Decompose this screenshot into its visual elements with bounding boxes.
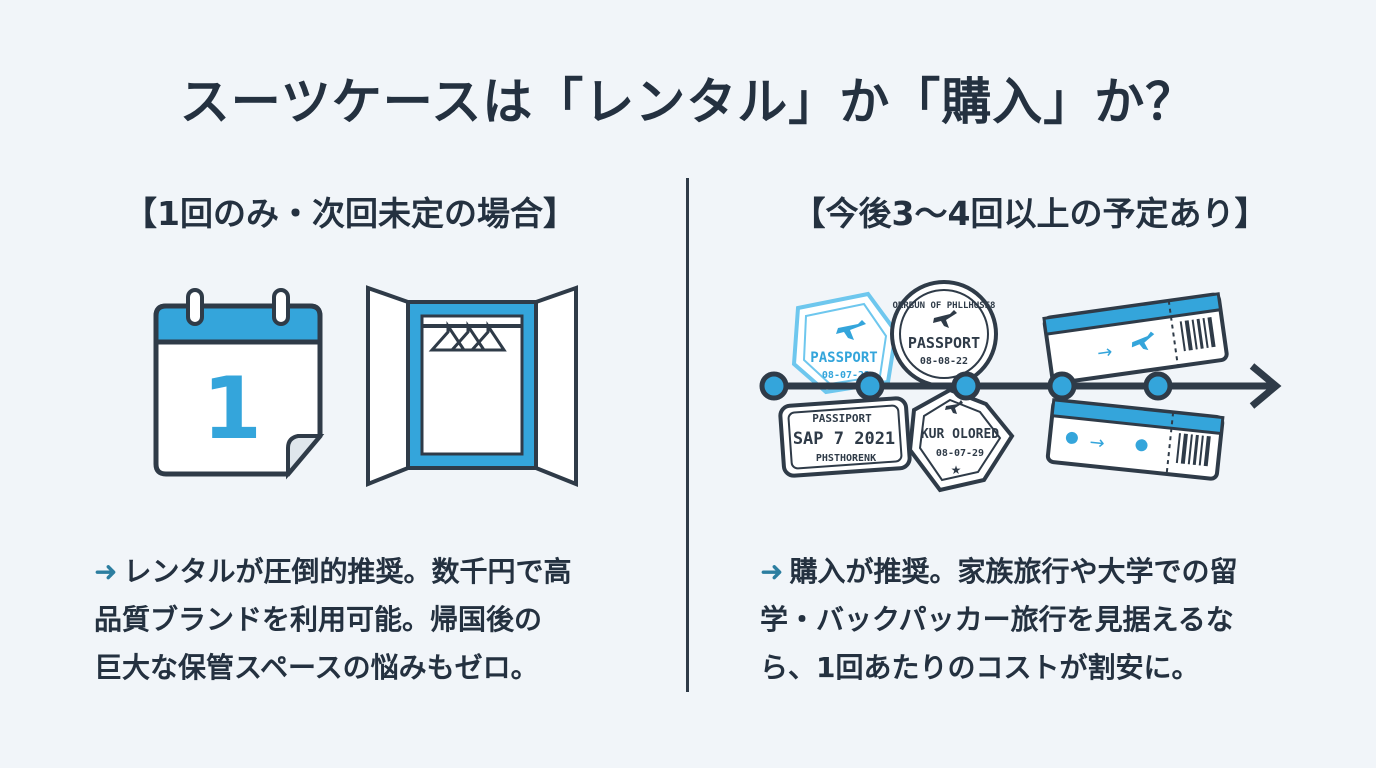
- plane-icon: [1131, 331, 1155, 351]
- ticket-1: →: [1042, 292, 1229, 385]
- stamp-2-top: ORRBUN OF PHLLHUSE8: [893, 301, 996, 311]
- right-description: ➜購入が推奨。家族旅行や大学での留 学・バックパッカー旅行を見据えるな ら、1回…: [760, 548, 1320, 692]
- right-desc-line-1: 購入が推奨。家族旅行や大学での留: [789, 555, 1238, 588]
- calendar-day-number: 1: [202, 359, 262, 459]
- left-desc-line-1: レンタルが圧倒的推奨。数千円で高: [123, 555, 572, 588]
- arrow-icon: →: [1096, 341, 1114, 364]
- right-desc-line-2: 学・バックパッカー旅行を見据えるな: [760, 603, 1234, 636]
- right-desc-line-3: ら、1回あたりのコストが割安に。: [760, 651, 1200, 684]
- left-heading: 【1回のみ・次回未定の場合】: [124, 194, 576, 233]
- plane-icon: [933, 310, 957, 328]
- wardrobe-icon: [366, 285, 578, 487]
- left-description: ➜レンタルが圧倒的推奨。数千円で高 品質ブランドを利用可能。帰国後の 巨大な保管…: [94, 548, 654, 692]
- timeline-arrow: [759, 363, 1282, 409]
- passport-stamp-2: ORRBUN OF PHLLHUSE8 PASSPORT 08-08-22: [890, 280, 998, 388]
- stamp-4-date: 08-07-29: [936, 448, 984, 459]
- stamp-2-text: PASSPORT: [908, 334, 980, 352]
- stamp-3-top: PASSIPORT: [812, 412, 872, 425]
- stamp-4-text: KUR OLORED: [921, 427, 999, 442]
- calendar-icon: 1: [153, 288, 325, 480]
- ticket-2: →: [1045, 398, 1225, 481]
- stamp-1-date: 08-07-22: [822, 370, 870, 381]
- stamp-3-sub: PHSTHORENK: [816, 453, 876, 464]
- left-desc-line-2: 品質ブランドを利用可能。帰国後の: [94, 603, 543, 636]
- page-title: スーツケースは「レンタル」か「購入」か？: [179, 73, 1197, 131]
- left-desc-line-3: 巨大な保管スペースの悩みもゼロ。: [94, 651, 539, 684]
- travel-timeline-illustration: PASSPORT 08-07-22 ORRBUN OF PHLLHUSE8 PA…: [759, 280, 1282, 493]
- center-divider: [686, 178, 689, 692]
- plane-icon: [945, 400, 963, 414]
- passport-stamp-4: KUR OLORED 08-07-29 ★: [907, 387, 1015, 493]
- stamp-3-text: SAP 7 2021: [793, 429, 895, 449]
- arrow-right-icon: ➜: [94, 555, 118, 588]
- arrow-icon: →: [1088, 432, 1105, 454]
- stamp-2-date: 08-08-22: [920, 356, 968, 367]
- right-heading: 【今後3〜4回以上の予定あり】: [792, 194, 1268, 233]
- stamp-1-text: PASSPORT: [810, 350, 877, 366]
- plane-icon: [836, 320, 866, 340]
- passport-stamp-3: PASSIPORT SAP 7 2021 PHSTHORENK: [778, 396, 912, 478]
- star-icon: ★: [951, 463, 962, 477]
- arrow-right-icon: ➜: [760, 555, 784, 588]
